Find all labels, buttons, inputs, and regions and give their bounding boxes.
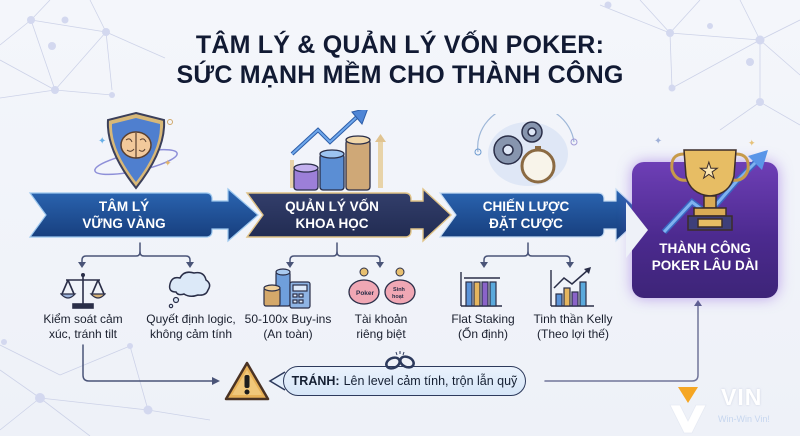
stage-label-line-1: CHIẾN LƯỢC (482, 199, 570, 214)
stage-label-line-2: ĐẶT CƯỢC (489, 216, 563, 231)
speech-tail (268, 371, 286, 391)
sub-item-line-2: (Ổn định) (457, 327, 509, 341)
piggy-banks-icon: Poker Sinh hoạt (348, 267, 416, 305)
vin-brand-text: VIN (721, 384, 763, 410)
stage-banner-betting-strategy: CHIẾN LƯỢC ĐẶT CƯỢC (438, 187, 648, 243)
stage-banner-bankroll: QUẢN LÝ VỐN KHOA HỌC (245, 187, 453, 243)
sub-item-line-2: (An toàn) (263, 327, 313, 341)
svg-text:Sinh: Sinh (393, 287, 406, 293)
stage-label-line-1: TÂM LÝ (98, 199, 150, 214)
svg-text:★: ★ (699, 158, 719, 183)
chip-stacks-growth-icon (290, 110, 386, 191)
sub-item-line-2: riêng biệt (356, 327, 406, 341)
sub-item-line-1: Kiểm soát cảm (43, 312, 123, 326)
success-box: ★ ✦ ✦ THÀNH CÔNG POKER LÂU DÀI (626, 136, 778, 298)
svg-text:✦: ✦ (98, 136, 106, 147)
sub-item-logical-decision: Quyết định logic, không cảm tính (136, 312, 246, 342)
success-label-line-1: THÀNH CÔNG (659, 241, 751, 256)
sub-item-line-2: không cảm tính (149, 327, 233, 341)
stage-label-line-2: VỮNG VÀNG (82, 216, 166, 231)
trophy-growth-icon: ★ ✦ ✦ (654, 136, 768, 235)
piggy-tag-poker: Poker (356, 290, 375, 297)
sub-item-emotion-control: Kiểm soát cảm xúc, tránh tilt (28, 312, 138, 342)
rising-bar-chart-icon (550, 267, 594, 307)
sub-item-line-1: 50-100x Buy-ins (244, 312, 332, 326)
brain-shield-icon: ✦ ✦ (94, 111, 178, 190)
success-label-line-2: POKER LÂU DÀI (651, 258, 759, 273)
warning-text: Lên level cảm tính, trộn lẫn quỹ (343, 374, 518, 388)
stage-label-line-1: QUẢN LÝ VỐN (285, 199, 379, 214)
thought-cloud-icon (168, 271, 211, 309)
arrow-shape (438, 187, 645, 243)
sub-item-line-1: Flat Staking (451, 312, 515, 326)
flat-bar-chart-icon (460, 272, 502, 307)
svg-text:✦: ✦ (654, 136, 662, 147)
warning-triangle-icon (224, 361, 270, 401)
sub-item-flat-staking: Flat Staking (Ổn định) (428, 312, 538, 342)
arrow-shape (245, 187, 453, 243)
coins-calculator-icon (263, 268, 311, 309)
svg-text:✦: ✦ (164, 158, 172, 168)
sub-item-line-1: Tài khoản (354, 312, 408, 326)
gears-compass-icon (474, 114, 578, 186)
sub-item-buy-ins: 50-100x Buy-ins (An toàn) (233, 312, 343, 342)
warning-callout: TRÁNH: Lên level cảm tính, trộn lẫn quỹ (283, 366, 526, 396)
svg-text:✦: ✦ (748, 138, 756, 148)
sub-item-kelly: Tinh thần Kelly (Theo lợi thế) (518, 312, 628, 342)
sub-item-line-1: Tinh thần Kelly (533, 312, 613, 326)
stage-label-line-2: KHOA HỌC (295, 216, 369, 231)
sub-item-line-2: xúc, tránh tilt (48, 327, 118, 341)
broken-chain-icon (385, 351, 415, 370)
title-line-2: SỨC MẠNH MỀM CHO THÀNH CÔNG (176, 61, 624, 89)
warning-prefix: TRÁNH: (291, 374, 340, 388)
vin-tagline: Win-Win Vin! (718, 414, 770, 424)
sub-item-line-1: Quyết định logic, (146, 312, 236, 326)
svg-text:hoạt: hoạt (392, 294, 404, 300)
sub-item-line-2: (Theo lợi thế) (537, 327, 609, 341)
vin-logo: VIN Win-Win Vin! (668, 384, 798, 435)
page-title: TÂM LÝ & QUẢN LÝ VỐN POKER: SỨC MẠNH MỀM… (0, 30, 800, 90)
arrow-notch (626, 202, 648, 258)
balance-scale-icon (60, 273, 106, 309)
stage-banner-psychology: TÂM LÝ VỮNG VÀNG (28, 187, 260, 243)
sub-item-separate-accounts: Tài khoản riêng biệt (326, 312, 436, 342)
vin-logo-mark-icon (669, 387, 707, 434)
title-line-1: TÂM LÝ & QUẢN LÝ VỐN POKER: (195, 31, 605, 59)
arrow-shape (28, 187, 259, 243)
